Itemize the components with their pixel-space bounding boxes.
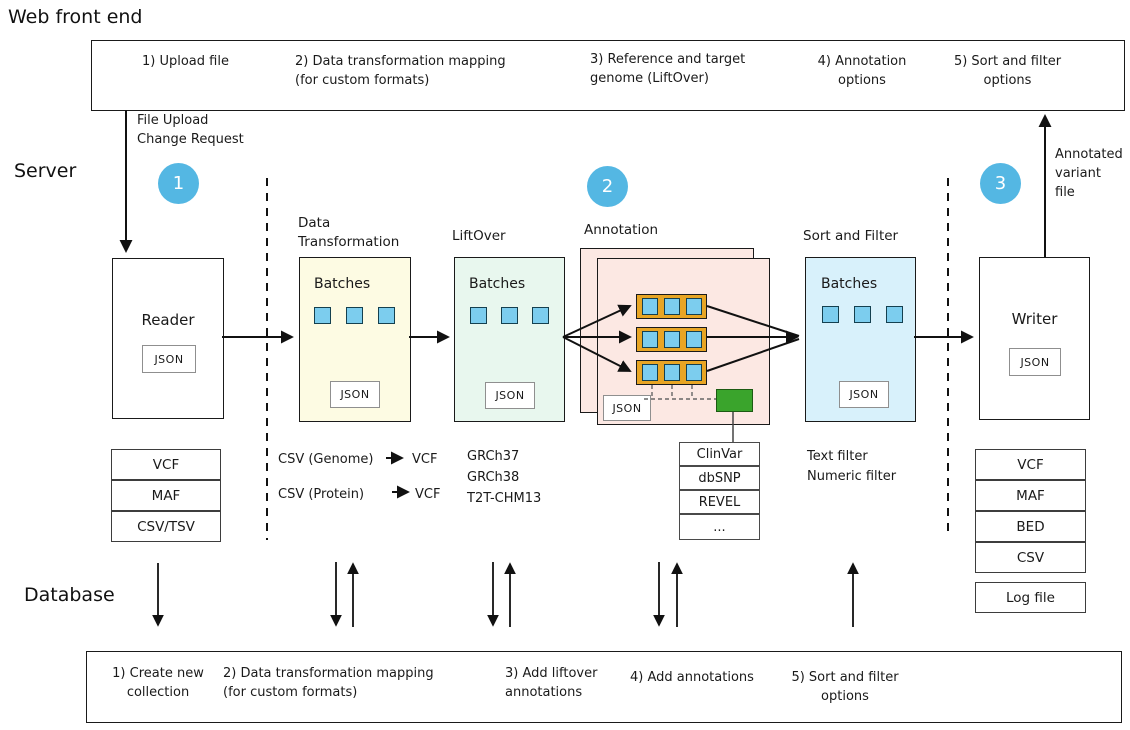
- web-front-end-box: [91, 40, 1125, 111]
- batch-square: [378, 307, 395, 324]
- db-item-data-transformation: 2) Data transformation mapping (for cust…: [223, 666, 434, 700]
- step-badge-1: 1: [158, 163, 199, 204]
- batch-square: [642, 363, 658, 381]
- sortfilter-batches-label: Batches: [821, 276, 878, 292]
- writer-node: Writer JSON: [979, 257, 1090, 420]
- sortfilter-json-chip: JSON: [839, 381, 889, 408]
- annotation-db-revel: REVEL: [679, 490, 760, 514]
- step-badge-2: 2: [587, 166, 628, 207]
- batch-square: [314, 307, 331, 324]
- reader-format-maf: MAF: [111, 480, 221, 511]
- mapping-genome-from: CSV (Genome): [278, 452, 374, 467]
- liftover-batches-label: Batches: [469, 276, 526, 292]
- batch-square: [346, 307, 363, 324]
- reader-title: Reader: [141, 311, 195, 329]
- reader-json-chip: JSON: [142, 345, 196, 373]
- batch-square: [664, 330, 680, 348]
- batch-square: [854, 306, 871, 323]
- batch-square: [501, 307, 518, 324]
- liftover-json-chip: JSON: [485, 382, 535, 409]
- batch-square: [686, 330, 702, 348]
- web-item-reference-genome: 3) Reference and target genome (LiftOver…: [590, 52, 746, 86]
- mapping-protein-from: CSV (Protein): [278, 487, 365, 502]
- batch-square: [822, 306, 839, 323]
- annotation-json-chip: JSON: [603, 395, 651, 421]
- annotation-result-box: [716, 389, 753, 412]
- mapping-protein-to: VCF: [415, 487, 441, 502]
- writer-format-vcf: VCF: [975, 449, 1086, 480]
- batch-square: [686, 363, 702, 381]
- transform-batches-label: Batches: [314, 276, 371, 292]
- liftover-genomes-list: GRCh37 GRCh38 T2T-CHM13: [467, 449, 542, 506]
- annotation-label: Annotation: [584, 222, 659, 238]
- annotation-batch-row: [636, 294, 707, 319]
- annotation-batch-row: [636, 327, 707, 352]
- liftover-label: LiftOver: [452, 228, 506, 244]
- section-label-database: Database: [24, 584, 115, 606]
- batch-square: [664, 297, 680, 315]
- web-item-data-transformation: 2) Data transformation mapping (for cust…: [295, 54, 506, 88]
- writer-title: Writer: [1011, 310, 1058, 328]
- sortfilter-filters-list: Text filter Numeric filter: [807, 449, 897, 484]
- writer-json-chip: JSON: [1009, 348, 1061, 376]
- file-upload-label: File Upload Change Request: [137, 113, 244, 147]
- step-badge-3: 3: [980, 163, 1021, 204]
- section-label-web-front-end: Web front end: [8, 6, 143, 28]
- reader-node: Reader JSON: [112, 258, 224, 419]
- annotation-batch-row: [636, 360, 707, 385]
- section-label-server: Server: [14, 160, 77, 182]
- transform-json-chip: JSON: [330, 381, 380, 408]
- mapping-genome-to: VCF: [412, 452, 438, 467]
- transform-node: Batches JSON: [299, 257, 411, 422]
- annotation-db-clinvar: ClinVar: [679, 442, 760, 466]
- batch-square: [686, 297, 702, 315]
- batch-square: [642, 330, 658, 348]
- annotated-variant-file-label: Annotated variant file: [1055, 147, 1123, 200]
- writer-format-csv: CSV: [975, 542, 1086, 573]
- batch-square: [886, 306, 903, 323]
- db-item-add-liftover: 3) Add liftover annotations: [505, 666, 598, 700]
- transform-label: Data Transformation: [298, 215, 400, 250]
- writer-format-maf: MAF: [975, 480, 1086, 511]
- sortfilter-label: Sort and Filter: [803, 228, 899, 244]
- annotation-db-dbsnp: dbSNP: [679, 466, 760, 490]
- batch-square: [470, 307, 487, 324]
- web-item-annotation-options: 4) Annotation options: [817, 54, 907, 88]
- writer-log-file: Log file: [975, 582, 1086, 613]
- annotation-db-more: ...: [679, 514, 760, 540]
- batch-square: [532, 307, 549, 324]
- sortfilter-node: Batches JSON: [805, 257, 916, 422]
- web-item-sort-filter-options: 5) Sort and filter options: [953, 54, 1062, 88]
- reader-format-csvtsv: CSV/TSV: [111, 511, 221, 542]
- batch-square: [642, 297, 658, 315]
- writer-format-bed: BED: [975, 511, 1086, 542]
- web-item-upload-file: 1) Upload file: [142, 54, 229, 69]
- db-item-add-annotations: 4) Add annotations: [630, 670, 754, 685]
- db-item-create-collection: 1) Create new collection: [112, 666, 204, 700]
- db-item-sort-filter: 5) Sort and filter options: [791, 670, 899, 704]
- reader-format-vcf: VCF: [111, 449, 221, 480]
- batch-square: [664, 363, 680, 381]
- liftover-node: Batches JSON: [454, 257, 565, 422]
- database-box: [86, 651, 1122, 723]
